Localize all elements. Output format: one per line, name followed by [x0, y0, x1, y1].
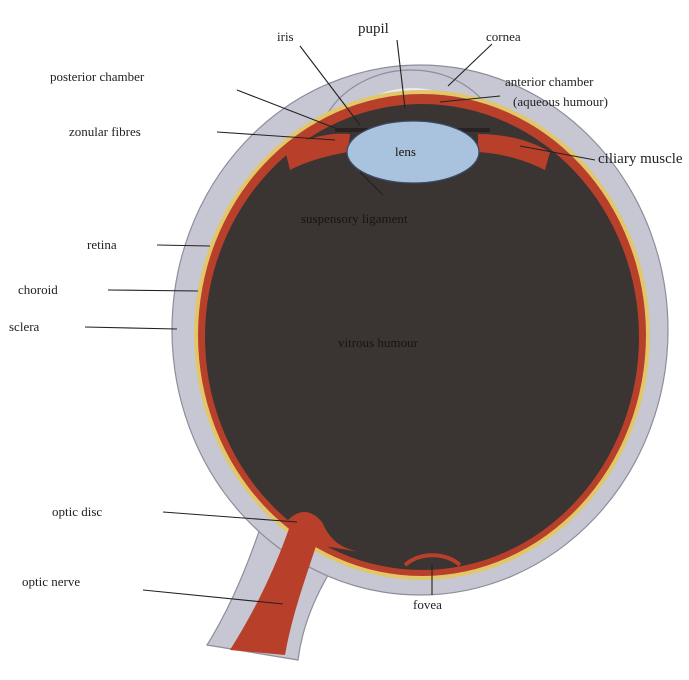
label-optic-disc: optic disc	[52, 505, 102, 518]
label-vitreous-humour: vitrous humour	[338, 336, 418, 349]
label-optic-nerve: optic nerve	[22, 575, 80, 588]
label-suspensory-ligament: suspensory ligament	[301, 212, 408, 225]
label-aqueous-humour: (aqueous humour)	[513, 95, 608, 108]
label-zonular-fibres: zonular fibres	[69, 125, 141, 138]
label-lens: lens	[395, 145, 416, 158]
label-sclera: sclera	[9, 320, 39, 333]
label-cornea: cornea	[486, 30, 521, 43]
label-anterior-chamber: anterior chamber	[505, 75, 593, 88]
label-ciliary-muscle: ciliary muscle	[598, 152, 683, 167]
label-choroid: choroid	[18, 283, 58, 296]
label-retina: retina	[87, 238, 117, 251]
label-fovea: fovea	[413, 598, 442, 611]
leader-sclera	[85, 327, 177, 329]
label-posterior-chamber: posterior chamber	[50, 70, 144, 83]
label-iris: iris	[277, 30, 294, 43]
label-pupil: pupil	[358, 22, 389, 37]
